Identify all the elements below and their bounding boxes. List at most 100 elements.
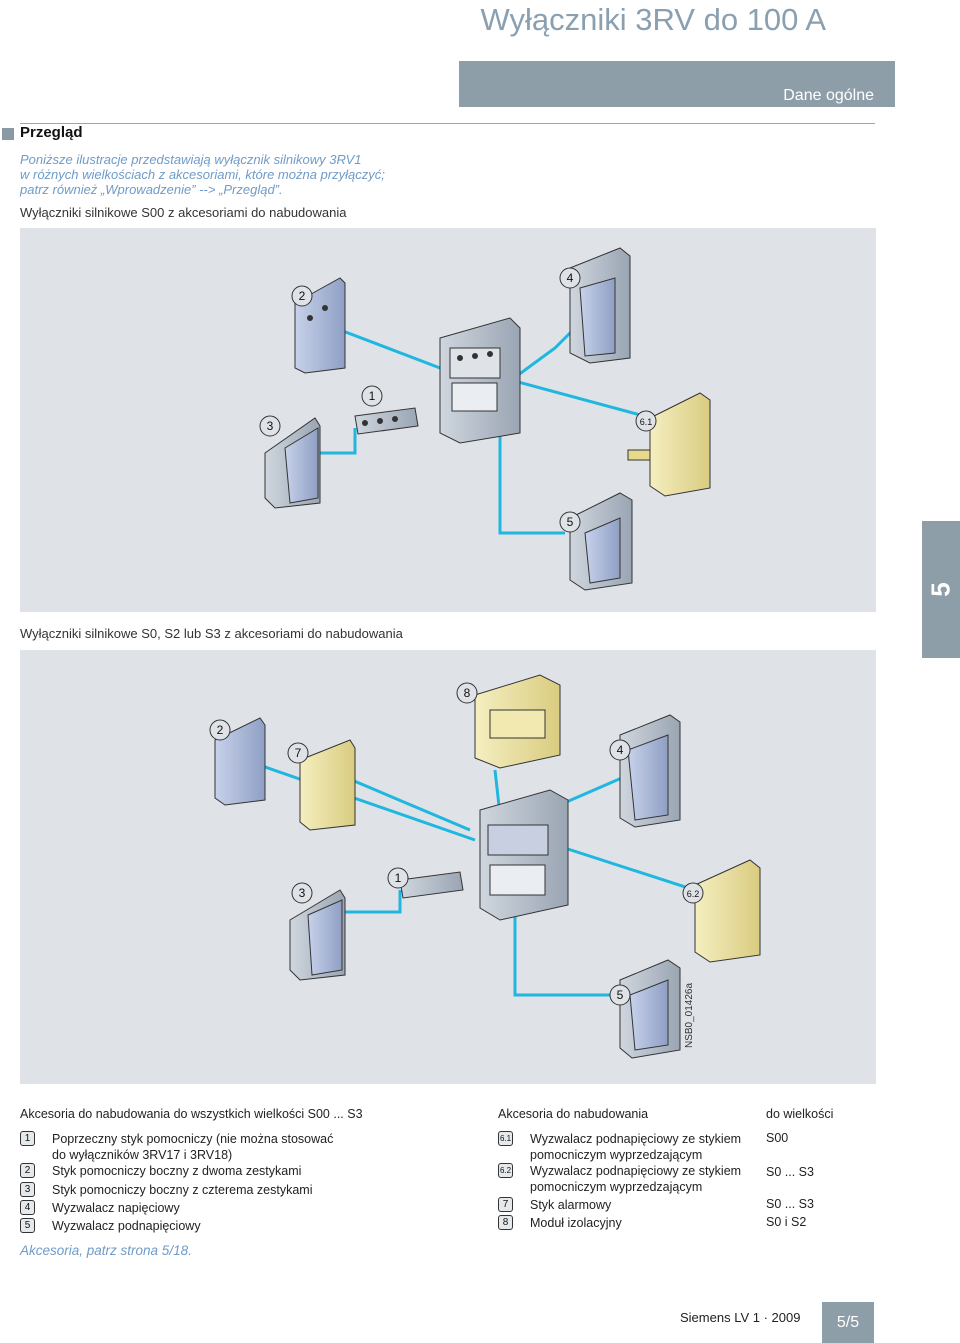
legend-right: Akcesoria do nabudowania do wielkości 6.… [498, 1107, 878, 1237]
callout-label: 1 [395, 871, 402, 885]
legend-right-title: Akcesoria do nabudowania [498, 1107, 649, 1121]
callout-2: 2 [209, 719, 231, 741]
legend-text: Styk alarmowy [530, 1198, 612, 1212]
legend-item: 4 Wyzwalacz napięciowy [20, 1200, 180, 1216]
callout-4: 4 [559, 267, 581, 289]
shunt-release-4 [569, 247, 631, 364]
legend-item: 8 Moduł izolacyjny [498, 1215, 622, 1231]
shunt-release-4 [619, 714, 681, 828]
alarm-switch-7 [299, 739, 356, 831]
legend-badge: 2 [20, 1163, 35, 1178]
circuit-breaker-s0-s3 [479, 789, 569, 921]
legend-text: Wyzwalacz podnapięciowy ze stykiem [530, 1132, 742, 1146]
intro-line: patrz również „Wprowadzenie” --> „Przegl… [20, 182, 283, 197]
legend-size: S0 ... S3 [766, 1197, 814, 1211]
section-marker-icon [2, 128, 14, 140]
chapter-number: 5 [925, 582, 956, 597]
callout-label: 5 [567, 515, 574, 529]
legend-item: 3 Styk pomocniczy boczny z czterema zest… [20, 1182, 313, 1198]
legend-item: 2 Styk pomocniczy boczny z dwoma zestyka… [20, 1163, 301, 1179]
callout-5: 5 [559, 511, 581, 533]
callout-6-1: 6.1 [635, 410, 657, 432]
undervoltage-release-6-2 [694, 859, 761, 963]
callout-6-2: 6.2 [682, 882, 704, 904]
callout-8: 8 [456, 682, 478, 704]
catalog-reference: Siemens LV 1 · 2009 [680, 1310, 801, 1325]
callout-label: 3 [299, 886, 306, 900]
callout-label: 5 [617, 988, 624, 1002]
legend-text: do wyłączników 3RV17 i 3RV18) [52, 1148, 233, 1162]
legend-text: Wyzwalacz podnapięciowy [52, 1219, 201, 1233]
legend-size: S00 [766, 1131, 789, 1145]
callout-label: 2 [299, 289, 306, 303]
legend-text: Styk pomocniczy boczny z dwoma zestykami [52, 1164, 302, 1178]
legend-item: 5 Wyzwalacz podnapięciowy [20, 1218, 201, 1234]
undervoltage-release-5 [569, 492, 633, 591]
legend-text: Moduł izolacyjny [530, 1216, 622, 1230]
diagram2-caption: Wyłączniki silnikowe S0, S2 lub S3 z akc… [20, 626, 403, 641]
legend-size: S0 i S2 [766, 1215, 807, 1229]
callout-4: 4 [609, 739, 631, 761]
transverse-contact-1 [354, 407, 419, 435]
callout-label: 8 [464, 686, 471, 700]
page-number: 5/5 [822, 1302, 874, 1343]
legend-item: 1 Poprzeczny styk pomocniczy (nie można … [20, 1131, 333, 1163]
section-label: Dane ogólne [783, 87, 874, 104]
circuit-breaker-s00 [439, 317, 521, 444]
legend-text: pomocniczym wyprzedzającym [530, 1180, 703, 1194]
aux-contact-3 [264, 417, 321, 509]
diagram2-panel: NSB0_01426a 8 2 7 4 1 3 6.2 5 [20, 650, 876, 1084]
legend-text: Poprzeczny styk pomocniczy (nie można st… [52, 1132, 334, 1146]
drawing-code: NSB0_01426a [684, 983, 695, 1048]
diagram1-caption: Wyłączniki silnikowe S00 z akcesoriami d… [20, 205, 347, 220]
legend-badge: 7 [498, 1197, 513, 1212]
diagram2-illustration: NSB0_01426a 8 2 7 4 1 3 6.2 5 [209, 674, 761, 1059]
divider [20, 123, 875, 124]
callout-2: 2 [291, 285, 313, 307]
callout-label: 7 [295, 746, 302, 760]
chapter-tab: 5 [922, 521, 960, 658]
page-title: Wyłączniki 3RV do 100 A [480, 2, 827, 37]
callout-7: 7 [287, 742, 309, 764]
undervoltage-release-6-1 [627, 392, 711, 497]
legend-size-header: do wielkości [766, 1107, 834, 1121]
legend-text: Wyzwalacz podnapięciowy ze stykiem [530, 1164, 742, 1178]
callout-1: 1 [387, 867, 409, 889]
callout-3: 3 [259, 415, 281, 437]
transverse-contact-1 [399, 871, 464, 899]
callout-1: 1 [361, 385, 383, 407]
callout-label: 4 [567, 271, 574, 285]
legend-item: 7 Styk alarmowy [498, 1197, 611, 1213]
callout-label: 3 [267, 419, 274, 433]
aux-contact-3 [289, 889, 346, 981]
aux-contact-2 [214, 717, 266, 806]
legend-item: 6.1 Wyzwalacz podnapięciowy ze stykiem p… [498, 1131, 741, 1163]
intro-line: Poniższe ilustracje przedstawiają wyłącz… [20, 152, 362, 167]
legend-badge: 6.1 [498, 1131, 513, 1146]
legend-badge: 1 [20, 1131, 35, 1146]
isolator-module-8 [474, 674, 561, 769]
legend-text: pomocniczym wyprzedzającym [530, 1148, 703, 1162]
legend-text: Wyzwalacz napięciowy [52, 1201, 180, 1215]
legend-left: Akcesoria do nabudowania do wszystkich w… [20, 1107, 480, 1237]
callout-5: 5 [609, 984, 631, 1006]
intro-line: w różnych wielkościach z akcesoriami, kt… [20, 167, 385, 182]
overview-heading: Przegląd [20, 124, 83, 141]
callout-label: 2 [217, 723, 224, 737]
legend-size: S0 ... S3 [766, 1165, 814, 1179]
legend-badge: 4 [20, 1200, 35, 1215]
callout-label: 6.1 [640, 417, 653, 427]
callout-label: 1 [369, 389, 376, 403]
legend-text: Styk pomocniczy boczny z czterema zestyk… [52, 1183, 313, 1197]
diagram1-illustration: 2 4 1 3 6.1 5 [259, 247, 711, 591]
accessories-link[interactable]: Akcesoria, patrz strona 5/18. [20, 1243, 192, 1258]
legend-item: 6.2 Wyzwalacz podnapięciowy ze stykiem p… [498, 1163, 741, 1195]
legend-badge: 6.2 [498, 1163, 513, 1178]
callout-label: 4 [617, 743, 624, 757]
legend-badge: 8 [498, 1215, 513, 1230]
legend-left-title: Akcesoria do nabudowania do wszystkich w… [20, 1107, 363, 1121]
legend-badge: 3 [20, 1182, 35, 1197]
section-header-bar: Dane ogólne [459, 61, 895, 107]
callout-3: 3 [291, 882, 313, 904]
diagram1-panel: 2 4 1 3 6.1 5 [20, 228, 876, 612]
